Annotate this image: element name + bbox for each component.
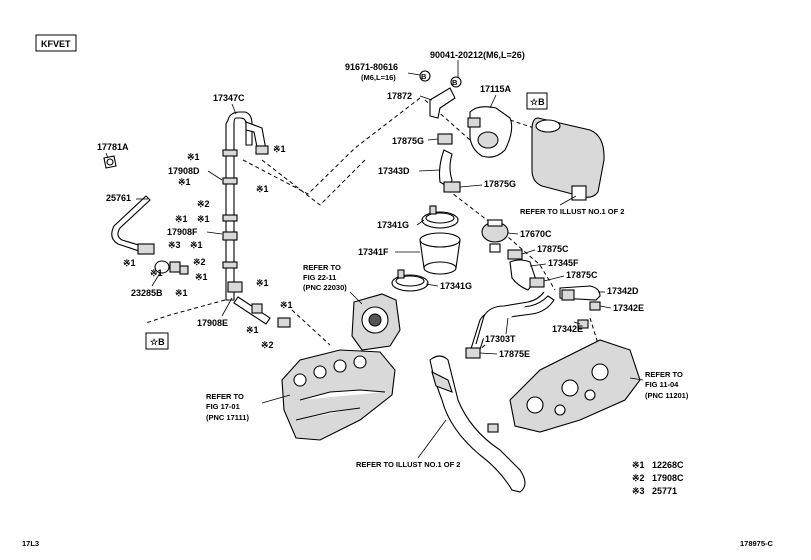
label-17341g-a: 17341G: [377, 220, 409, 230]
label-17872: 17872: [387, 91, 412, 101]
intake-manifold: [281, 349, 396, 441]
valve-23285b: [154, 260, 189, 275]
legend-mark-2: ※2: [632, 473, 645, 483]
svg-text:B: B: [452, 78, 458, 87]
clamp-17341g-top: [421, 205, 459, 229]
note-refer-illust-bottom: REFER TO ILLUST NO.1 OF 2: [356, 460, 460, 469]
svg-text:※2: ※2: [197, 199, 210, 209]
label-17341f: 17341F: [358, 247, 389, 257]
svg-text:※1: ※1: [246, 325, 259, 335]
label-17342d: 17342D: [607, 286, 639, 296]
engine-code-box: KFVET: [35, 34, 77, 52]
svg-text:※1: ※1: [187, 152, 200, 162]
hose-17343d: [437, 117, 481, 193]
hose-17341f: [419, 232, 461, 275]
svg-text:※3: ※3: [168, 240, 181, 250]
label-17875c-b: 17875C: [566, 270, 598, 280]
clamp-17781a: [103, 155, 117, 169]
label-23285b: 23285B: [131, 288, 163, 298]
legend-part-1: 12268C: [652, 460, 684, 470]
label-17875e: 17875E: [499, 349, 530, 359]
label-17115a: 17115A: [480, 84, 512, 94]
svg-text:※1: ※1: [178, 177, 191, 187]
label-25761: 25761: [106, 193, 131, 203]
svg-text:※2: ※2: [193, 257, 206, 267]
label-17875c-a: 17875C: [537, 244, 569, 254]
engine-code: KFVET: [41, 39, 71, 49]
svg-text:☆B: ☆B: [530, 97, 545, 107]
label-17781a: 17781A: [97, 142, 129, 152]
legend-part-2: 17908C: [652, 473, 684, 483]
svg-text:B: B: [421, 72, 427, 81]
clamp-17341g-bottom: [391, 269, 429, 292]
label-17908e: 17908E: [197, 318, 228, 328]
svg-text:(PNC 22030): (PNC 22030): [303, 283, 347, 292]
label-17908f: 17908F: [167, 227, 198, 237]
label-17343d: 17343D: [378, 166, 410, 176]
label-91671: 91671-80616: [345, 62, 398, 72]
svg-text:※1: ※1: [175, 288, 188, 298]
svg-text:※1: ※1: [256, 184, 269, 194]
svg-text:☆B: ☆B: [150, 337, 165, 347]
valve-17670c: [481, 219, 509, 253]
label-17670c: 17670C: [520, 229, 552, 239]
svg-text:※1: ※1: [150, 268, 163, 278]
label-90041: 90041-20212(M6,L=26): [430, 50, 525, 60]
legend-mark-1: ※1: [632, 460, 645, 470]
label-17303t: 17303T: [485, 334, 516, 344]
legend: ※1 12268C ※2 17908C ※3 25771: [632, 460, 684, 496]
svg-text:※1: ※1: [123, 258, 136, 268]
svg-text:※1: ※1: [175, 214, 188, 224]
label-91671-spec: (M6,L=16): [361, 73, 396, 82]
label-17875g-b: 17875G: [484, 179, 516, 189]
label-17342e-b: 17342E: [552, 324, 583, 334]
hose-17303t: [469, 291, 555, 357]
svg-text:※1: ※1: [195, 272, 208, 282]
sheet-id-left: 17L3: [22, 539, 39, 548]
cylinder-head-cover: [509, 339, 641, 433]
svg-text:FIG 22-11: FIG 22-11: [303, 273, 336, 282]
dashed-routing: [145, 97, 601, 359]
canister: ☆B: [526, 92, 605, 201]
label-17342e-a: 17342E: [613, 303, 644, 313]
svg-text:(PNC 17111): (PNC 17111): [206, 413, 249, 422]
svg-text:REFER TO: REFER TO: [645, 370, 683, 379]
hose-17345f: [507, 249, 545, 291]
hose-17347c: [222, 111, 269, 301]
label-17341g-b: 17341G: [440, 281, 472, 291]
svg-text:※1: ※1: [190, 240, 203, 250]
pipe-17908e: [233, 296, 291, 328]
sheet-id-right: 178975-C: [740, 539, 774, 548]
svg-text:FIG 17-01: FIG 17-01: [206, 402, 240, 411]
clamp-17875e: [465, 347, 481, 359]
bracket-17872: B B: [419, 70, 462, 119]
svg-text:※1: ※1: [197, 214, 210, 224]
svg-text:※1: ※1: [280, 300, 293, 310]
hose-25761: [111, 195, 155, 255]
callouts: 91671-80616 (M6,L=16) 90041-20212(M6,L=2…: [97, 50, 644, 359]
svg-text:(PNC 11201): (PNC 11201): [645, 391, 689, 400]
label-17347c: 17347C: [213, 93, 245, 103]
legend-part-3: 25771: [652, 486, 677, 496]
svg-text:※2: ※2: [261, 340, 274, 350]
label-17908d: 17908D: [168, 166, 200, 176]
air-duct: [429, 355, 526, 493]
label-17875g-a: 17875G: [392, 136, 424, 146]
label-17345f: 17345F: [548, 258, 579, 268]
svg-text:REFER TO: REFER TO: [303, 263, 341, 272]
pipe-17342d: [559, 285, 601, 329]
throttle-body: [351, 293, 401, 351]
svg-text:FIG 11-04: FIG 11-04: [645, 380, 679, 389]
valve-17115a: [469, 106, 513, 158]
svg-text:REFER TO: REFER TO: [206, 392, 244, 401]
svg-text:※1: ※1: [256, 278, 269, 288]
legend-mark-3: ※3: [632, 486, 645, 496]
note-refer-illust-top: REFER TO ILLUST NO.1 OF 2: [520, 207, 624, 216]
ref-marks: ※1 ※1 ※1 ※1 ※2 ※1 ※1 ※3 ※1 ※2 ※1 ※1 ※1 ※…: [123, 144, 293, 350]
refer-notes: REFER TO ILLUST NO.1 OF 2 REFER TO FIG 2…: [206, 195, 689, 469]
svg-text:※1: ※1: [273, 144, 286, 154]
